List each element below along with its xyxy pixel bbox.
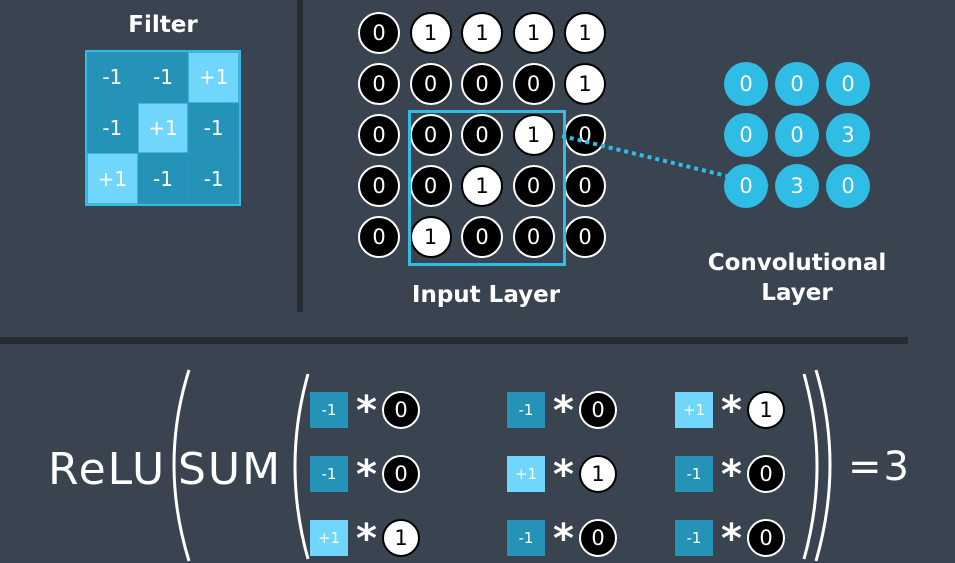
- multiply-operator: *: [553, 516, 574, 562]
- filter-cell: -1: [87, 102, 138, 154]
- input-node: 0: [358, 12, 400, 54]
- conv-node: 0: [826, 164, 870, 208]
- input-node: 0: [512, 63, 555, 105]
- relu-open-paren: [172, 369, 191, 562]
- weight-square: +1: [310, 520, 348, 556]
- input-node: 1: [409, 216, 452, 258]
- input-node: 0: [358, 114, 400, 156]
- multiply-operator: *: [356, 388, 377, 434]
- multiply-operator: *: [553, 388, 574, 434]
- sum-close-paren: [802, 373, 819, 560]
- input-node: 1: [564, 12, 606, 54]
- relu-close-paren: [814, 369, 832, 562]
- input-node: 1: [564, 63, 606, 105]
- input-node: 0: [358, 165, 400, 207]
- input-node: 0: [358, 63, 400, 105]
- sum-open-paren: [293, 373, 310, 560]
- input-node: 1: [512, 114, 555, 156]
- relu-label: ReLU: [48, 444, 167, 495]
- multiply-operator: *: [721, 452, 742, 498]
- conv-node: 0: [775, 62, 819, 106]
- filter-grid: -1-1+1-1+1-1+1-1-1: [85, 50, 241, 206]
- vertical-divider: [297, 0, 303, 312]
- filter-cell: +1: [188, 52, 239, 103]
- weight-square: -1: [507, 520, 545, 556]
- input-node: 0: [409, 114, 452, 156]
- conv-node: 3: [775, 164, 819, 208]
- conv-node: 3: [826, 113, 870, 157]
- weight-square: +1: [507, 456, 545, 492]
- conv-layer-label-line1: Convolutional: [707, 250, 887, 276]
- input-node: 0: [564, 165, 606, 207]
- input-node: 0: [512, 216, 555, 258]
- sum-label: SUM: [178, 444, 283, 495]
- input-value-node: 0: [747, 519, 785, 557]
- filter-cell: -1: [137, 153, 189, 204]
- multiply-operator: *: [721, 388, 742, 434]
- multiply-operator: *: [721, 516, 742, 562]
- input-node: 0: [461, 114, 503, 156]
- conv-node: 0: [724, 164, 768, 208]
- weight-square: -1: [310, 392, 348, 428]
- input-value-node: 0: [382, 455, 420, 493]
- input-node: 0: [409, 63, 452, 105]
- input-node: 1: [512, 12, 555, 54]
- input-node: 0: [461, 216, 503, 258]
- input-value-node: 1: [579, 455, 617, 493]
- input-value-node: 1: [747, 391, 785, 429]
- filter-cell: -1: [87, 52, 138, 103]
- horizontal-divider: [0, 337, 908, 344]
- multiply-operator: *: [356, 452, 377, 498]
- multiply-operator: *: [553, 452, 574, 498]
- input-node: 1: [461, 165, 503, 207]
- input-node: 0: [358, 216, 400, 258]
- filter-cell: -1: [137, 52, 189, 103]
- result-label: =3: [848, 444, 911, 490]
- filter-cell: -1: [188, 102, 239, 154]
- conv-node: 0: [775, 113, 819, 157]
- input-value-node: 0: [382, 391, 420, 429]
- conv-node: 0: [724, 113, 768, 157]
- input-value-node: 0: [747, 455, 785, 493]
- conv-node: 0: [724, 62, 768, 106]
- weight-square: -1: [507, 392, 545, 428]
- filter-cell: -1: [188, 153, 239, 204]
- conv-layer-label-line2: Layer: [761, 280, 833, 306]
- input-node: 1: [409, 12, 452, 54]
- input-value-node: 0: [579, 519, 617, 557]
- input-node: 0: [461, 63, 503, 105]
- weight-square: -1: [310, 456, 348, 492]
- filter-title: Filter: [128, 12, 198, 38]
- filter-cell: +1: [87, 153, 138, 204]
- input-node: 0: [512, 165, 555, 207]
- filter-cell: +1: [137, 102, 189, 154]
- input-value-node: 1: [382, 519, 420, 557]
- weight-square: -1: [675, 520, 713, 556]
- input-layer-label: Input Layer: [411, 282, 561, 308]
- input-node: 1: [461, 12, 503, 54]
- multiply-operator: *: [356, 516, 377, 562]
- conv-node: 0: [826, 62, 870, 106]
- input-value-node: 0: [579, 391, 617, 429]
- weight-square: -1: [675, 456, 713, 492]
- weight-square: +1: [675, 392, 713, 428]
- receptive-field-window: [408, 110, 566, 266]
